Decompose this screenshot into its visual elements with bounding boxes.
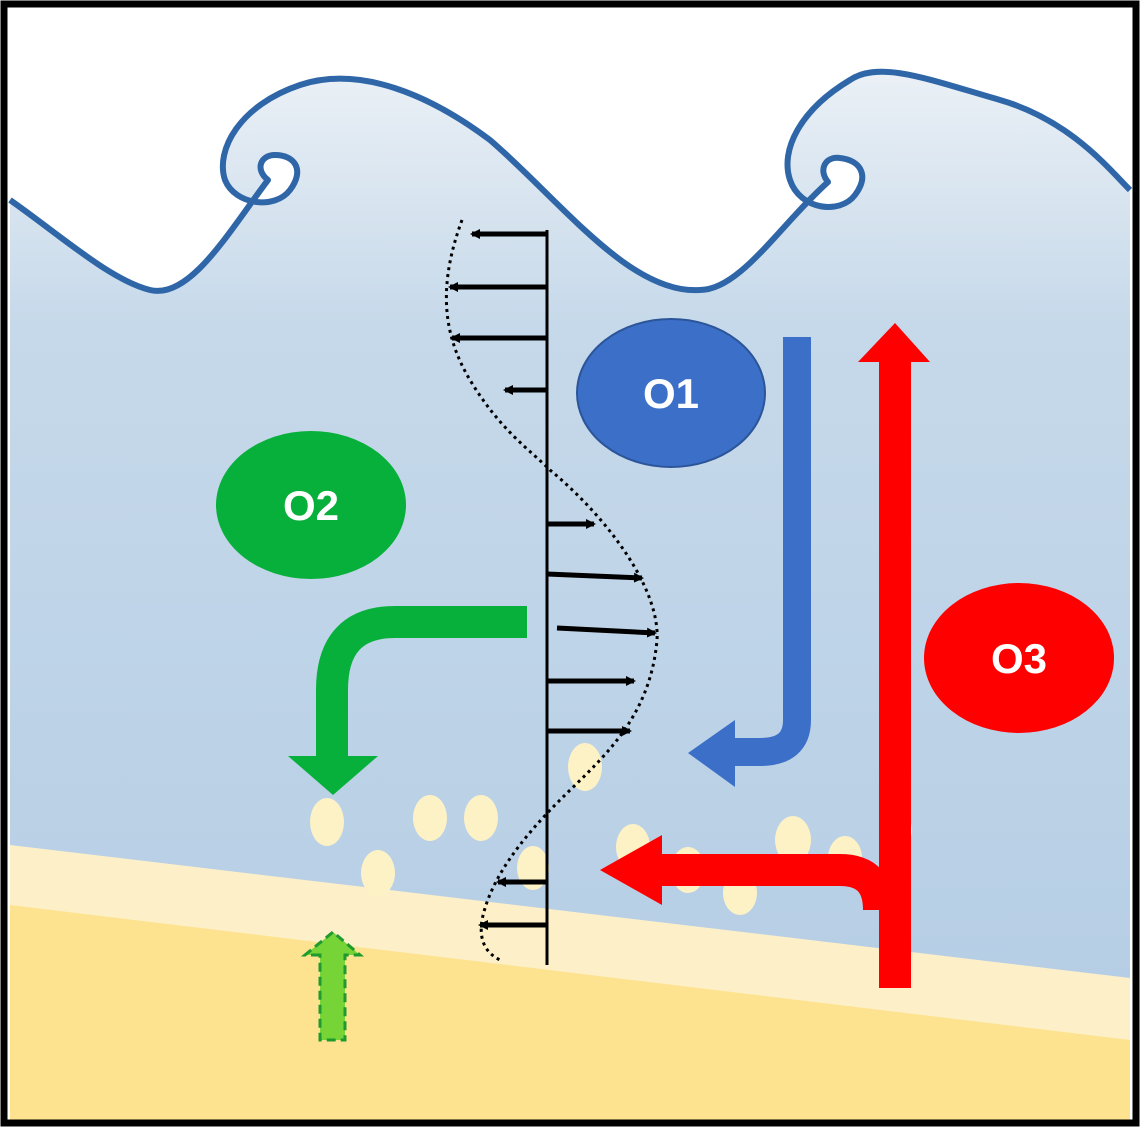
sediment-particle [413,795,447,841]
seabed-sand [10,905,1130,1120]
o2-badge [216,431,406,579]
o1-badge [576,318,766,468]
o3-arrow-head-left [600,835,662,905]
o3-label: O3 [924,583,1114,733]
o1-label: O1 [576,318,766,468]
o3-badge [924,583,1114,733]
o2-arrow-head [288,756,378,795]
velocity-arrow [556,625,657,638]
sediment-particle [464,795,498,841]
sediment-particle [517,846,549,890]
o1-arrow [688,337,811,787]
sediment-particle [568,743,602,791]
wave-crest [10,60,1130,291]
o3-arrow [600,323,930,988]
o2-label-text: O2 [283,482,339,529]
flux-arrow [300,930,365,1042]
wave-outline [8,68,1133,294]
profile-envelope [444,219,659,962]
sediment-particle [775,816,811,864]
o3-label-text: O3 [991,635,1047,682]
velocity-arrow [546,571,644,583]
o3-arrow-branch [660,854,895,911]
flux-arrow-shape [300,930,365,1042]
velocity-profile [444,219,659,965]
o1-arrow-head [688,720,735,787]
o2-label: O2 [216,431,406,579]
o1-label-text: O1 [643,370,699,417]
o2-arrow [288,606,527,795]
o2-arrow-shaft [316,606,527,760]
sediment-particle [361,850,395,896]
o3-arrow-head-up [858,323,930,362]
o1-arrow-shaft [735,337,811,766]
sediment-particle [310,798,344,846]
